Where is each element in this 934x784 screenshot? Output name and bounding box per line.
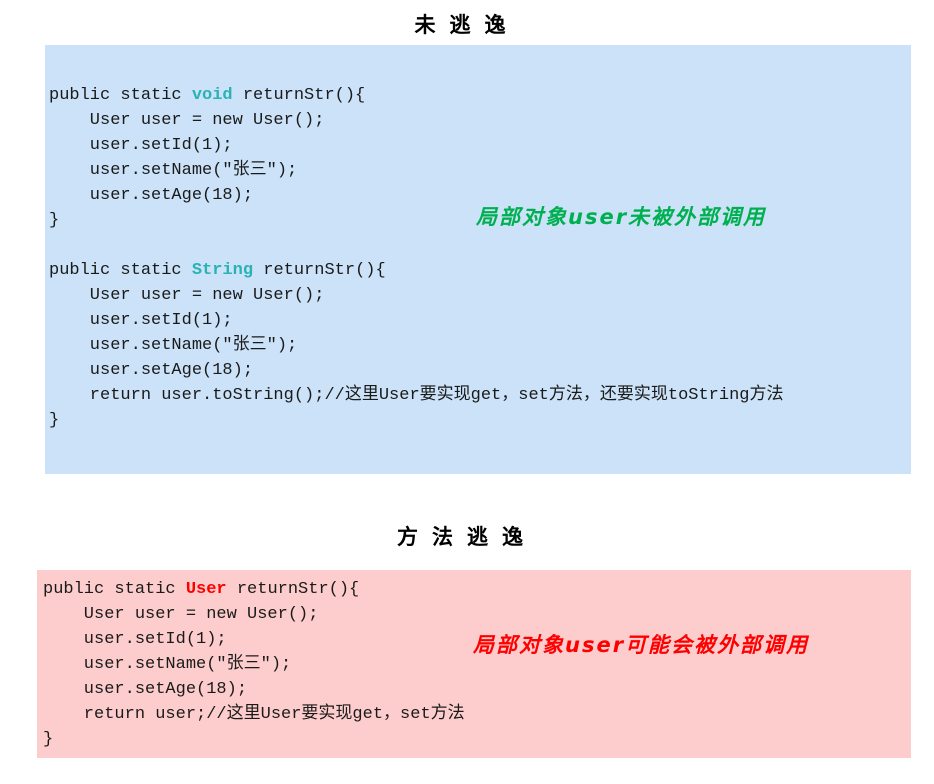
keyword-string: String (191, 261, 254, 280)
signature-post: returnStr(){ (232, 86, 366, 105)
code-snippet-user-method: public static User returnStr(){ User use… (43, 577, 911, 752)
code-line: user.setAge(18); (43, 680, 248, 699)
code-line: user.setName(″张三″); (49, 161, 298, 180)
keyword-void: void (191, 86, 233, 105)
blank-line (49, 233, 911, 258)
code-line-signature: public static User returnStr(){ (43, 577, 911, 602)
code-line-closing-brace: } (43, 730, 54, 749)
code-line: User user = new User(); (49, 286, 325, 305)
signature-post: returnStr(){ (253, 261, 386, 280)
code-snippet-string-method: public static String returnStr(){ User u… (49, 258, 911, 433)
code-line: user.setId(1); (49, 136, 233, 155)
code-line-return: return user;//这里User要实现get，set方法 (43, 705, 465, 724)
code-line-return: return user.toString();//这里User要实现get，se… (49, 386, 784, 405)
code-line: User user = new User(); (49, 111, 325, 130)
section-title-method-escape: 方法逃逸 (397, 524, 537, 549)
code-block-unescaped: public static void returnStr(){ User use… (45, 45, 911, 474)
code-line: user.setId(1); (43, 630, 227, 649)
signature-post: returnStr(){ (226, 580, 360, 599)
code-snippet-void-method: public static void returnStr(){ User use… (49, 83, 911, 258)
keyword-user: User (185, 580, 227, 599)
code-line: user.setName(″张三″); (49, 336, 298, 355)
code-line: user.setAge(18); (49, 186, 254, 205)
code-line: user.setAge(18); (49, 361, 254, 380)
section-title-unescaped: 未逃逸 (414, 12, 520, 37)
code-line-closing-brace: } (49, 211, 60, 230)
code-line: user.setId(1); (49, 311, 233, 330)
code-line: user.setName(″张三″); (43, 655, 292, 674)
code-line-closing-brace: } (49, 411, 60, 430)
signature-pre: public static (49, 86, 192, 105)
signature-pre: public static (49, 261, 192, 280)
annotation-not-escaped: 局部对象user未被外部调用 (476, 205, 767, 229)
signature-pre: public static (43, 580, 186, 599)
code-block-method-escape: public static User returnStr(){ User use… (37, 570, 911, 758)
annotation-may-escape: 局部对象user可能会被外部调用 (473, 633, 810, 657)
code-line: User user = new User(); (43, 605, 319, 624)
code-line-signature: public static String returnStr(){ (49, 258, 911, 283)
code-line-signature: public static void returnStr(){ (49, 83, 911, 108)
